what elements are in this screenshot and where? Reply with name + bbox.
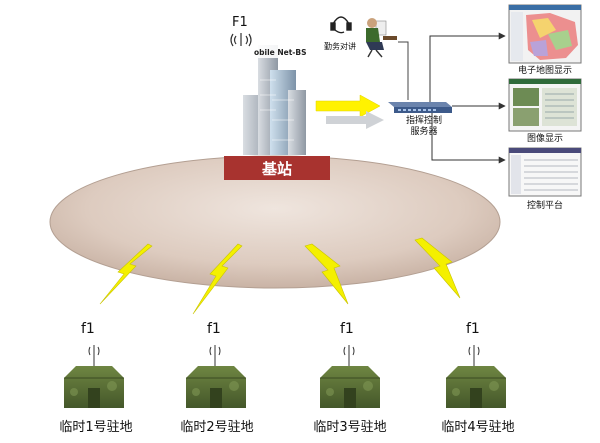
image-display-screen bbox=[508, 78, 582, 132]
operator-server-link bbox=[398, 41, 409, 100]
camp-3-label: 临时3号驻地 bbox=[313, 420, 386, 435]
camp-2-freq: f1 bbox=[207, 321, 221, 337]
control-platform-label: 控制平台 bbox=[527, 199, 563, 211]
antenna-icon bbox=[88, 345, 100, 368]
camp-4-label: 临时4号驻地 bbox=[441, 420, 514, 435]
camp-3: f1 临时3号驻地 bbox=[313, 321, 386, 435]
camp-1: f1 临时1号驻地 bbox=[59, 321, 132, 435]
map-display-label: 电子地图显示 bbox=[518, 64, 572, 76]
base-station-label-plate bbox=[224, 156, 330, 180]
antenna-icon bbox=[343, 345, 355, 368]
camp-3-freq: f1 bbox=[340, 321, 354, 337]
tent-icon bbox=[446, 366, 506, 408]
server-label-line1: 指挥控制 bbox=[406, 114, 442, 126]
camp-2-label: 临时2号驻地 bbox=[180, 420, 253, 435]
tent-icon bbox=[186, 366, 246, 408]
lightning-bolt-1 bbox=[99, 243, 153, 305]
lightning-bolt-2 bbox=[192, 243, 243, 315]
antenna-icon bbox=[230, 33, 252, 47]
base-station-freq: F1 bbox=[232, 15, 248, 30]
camp-1-freq: f1 bbox=[81, 321, 95, 337]
camp-4: f1 临时4号驻地 bbox=[441, 321, 514, 435]
building-sign: obile Net-BS bbox=[254, 48, 307, 57]
operator-label: 勤务对讲 bbox=[324, 41, 356, 51]
tent-icon bbox=[320, 366, 380, 408]
antenna-icon bbox=[468, 345, 480, 368]
base-station-building bbox=[243, 44, 306, 155]
camp-4-freq: f1 bbox=[466, 321, 480, 337]
data-flow-arrows bbox=[315, 94, 384, 129]
lightning-bolts bbox=[99, 237, 461, 315]
lightning-bolt-4 bbox=[414, 237, 461, 299]
lightning-bolt-3 bbox=[304, 243, 349, 305]
server-display-links bbox=[429, 32, 506, 164]
camp-2: f1 临时2号驻地 bbox=[180, 321, 253, 435]
base-station-name: 基站 bbox=[261, 160, 292, 178]
control-platform-screen bbox=[508, 147, 582, 197]
server-icon bbox=[388, 102, 452, 113]
operator-icon bbox=[366, 18, 397, 58]
image-display-label: 图像显示 bbox=[527, 132, 563, 144]
server-label-line2: 服务器 bbox=[410, 125, 437, 137]
tent-icon bbox=[64, 366, 124, 408]
map-display-screen bbox=[508, 4, 582, 64]
camp-1-label: 临时1号驻地 bbox=[59, 420, 132, 435]
antenna-icon bbox=[209, 345, 221, 368]
headset-icon bbox=[330, 16, 352, 34]
